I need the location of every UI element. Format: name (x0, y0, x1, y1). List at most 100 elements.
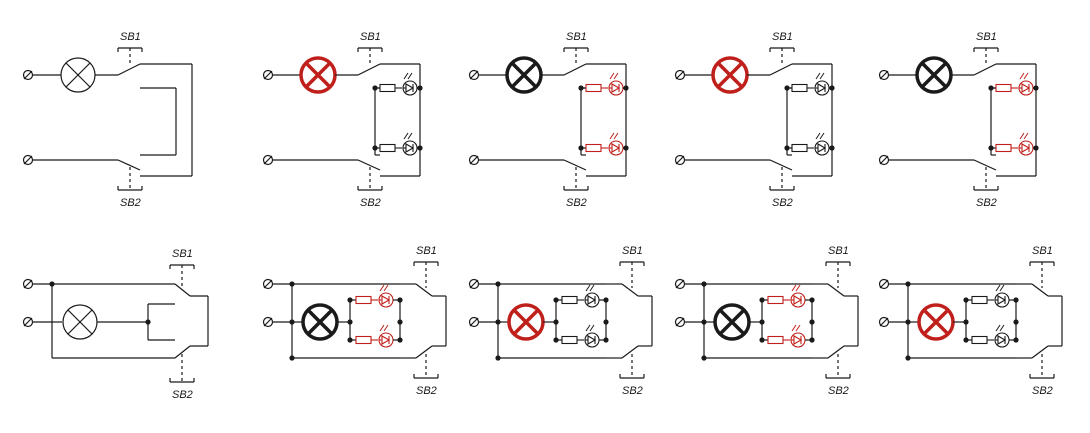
junction-dot (701, 355, 707, 361)
terminal-icon (262, 316, 274, 328)
switch-contact (415, 345, 433, 359)
switch-label-sb1: SB1 (828, 245, 849, 257)
switch-label-sb2: SB2 (120, 197, 141, 209)
switch-contact (827, 345, 845, 359)
terminal-icon (468, 316, 480, 328)
lamp-on-icon (711, 56, 749, 94)
switch-contact (117, 159, 141, 171)
terminal-icon (674, 316, 686, 328)
junction-dot (495, 355, 501, 361)
terminal-icon (878, 69, 890, 81)
switch-contact (621, 283, 639, 297)
led-off-icon (791, 132, 830, 156)
switch-label-sb2: SB2 (622, 385, 643, 397)
switch-contact (769, 159, 793, 171)
terminal-icon (22, 154, 34, 166)
switch-label-sb1: SB1 (360, 31, 381, 43)
switch-label-sb2: SB2 (566, 197, 587, 209)
terminal-icon (468, 154, 480, 166)
terminal-icon (22, 69, 34, 81)
lamp-off-icon (62, 304, 98, 340)
junction-dot (905, 355, 911, 361)
switch-label-sb2: SB2 (976, 197, 997, 209)
switch-contact (357, 159, 381, 171)
terminal-icon (674, 154, 686, 166)
switch-contact (563, 63, 587, 76)
switch-contact (357, 63, 381, 76)
switch-contact (415, 283, 433, 297)
terminal-icon (878, 154, 890, 166)
switch-contact (563, 159, 587, 171)
switch-label-sb2: SB2 (772, 197, 793, 209)
switch-label-sb2: SB2 (416, 385, 437, 397)
switch-label-sb2: SB2 (172, 389, 193, 401)
switch-label-sb1: SB1 (416, 245, 437, 257)
switch-contact (769, 63, 793, 76)
switch-label-sb2: SB2 (360, 197, 381, 209)
terminal-icon (22, 316, 34, 328)
led-on-icon (995, 132, 1034, 156)
lamp-off-icon (713, 303, 751, 341)
switch-contact (174, 345, 191, 359)
led-on-icon (767, 284, 806, 308)
led-off-icon (791, 72, 830, 96)
switch-label-sb1: SB1 (120, 31, 141, 43)
switch-contact (973, 63, 997, 76)
switch-label-sb2: SB2 (1032, 385, 1053, 397)
terminal-icon (468, 278, 480, 290)
switch-label-sb1: SB1 (772, 31, 793, 43)
lamp-off-icon (915, 56, 953, 94)
lamp-on-icon (917, 303, 955, 341)
switch-label-sb1: SB1 (566, 31, 587, 43)
junction-dot (289, 355, 295, 361)
terminal-icon (878, 278, 890, 290)
led-off-icon (561, 324, 600, 348)
switch-label-sb2: SB2 (828, 385, 849, 397)
switch-label-sb1: SB1 (1032, 245, 1053, 257)
switch-contact (1031, 283, 1049, 297)
terminal-icon (22, 278, 34, 290)
terminal-icon (262, 278, 274, 290)
led-off-icon (971, 324, 1010, 348)
switch-contact (1031, 345, 1049, 359)
switch-contact (973, 159, 997, 171)
lamp-off-icon (60, 57, 96, 93)
switch-label-sb1: SB1 (622, 245, 643, 257)
switch-contact (174, 283, 191, 297)
switch-label-sb1: SB1 (172, 248, 193, 260)
led-off-icon (379, 132, 418, 156)
led-off-icon (971, 284, 1010, 308)
switch-label-sb1: SB1 (976, 31, 997, 43)
led-on-icon (355, 324, 394, 348)
led-on-icon (995, 72, 1034, 96)
switch-contact (117, 63, 141, 76)
terminal-icon (674, 278, 686, 290)
terminal-icon (262, 69, 274, 81)
led-off-icon (379, 72, 418, 96)
led-on-icon (355, 284, 394, 308)
terminal-icon (674, 69, 686, 81)
junction-dot (372, 85, 378, 91)
lamp-on-icon (299, 56, 337, 94)
led-on-icon (585, 72, 624, 96)
switch-contact (621, 345, 639, 359)
terminal-icon (878, 316, 890, 328)
terminal-icon (262, 154, 274, 166)
led-on-icon (585, 132, 624, 156)
lamp-off-icon (505, 56, 543, 94)
terminal-icon (468, 69, 480, 81)
switch-contact (827, 283, 845, 297)
led-on-icon (767, 324, 806, 348)
lamp-on-icon (507, 303, 545, 341)
